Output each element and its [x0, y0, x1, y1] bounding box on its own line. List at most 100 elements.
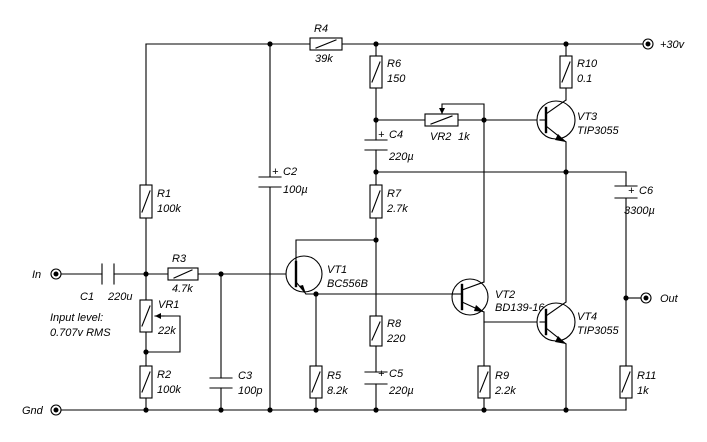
junction-dot — [481, 117, 487, 123]
junction-dot — [623, 295, 629, 301]
junction-dot — [373, 117, 379, 123]
resistor-value: 4.7k — [172, 283, 193, 295]
terminal-supply[interactable]: +30v — [642, 38, 686, 51]
junction-dot — [373, 169, 379, 175]
polarity-mark: + — [628, 185, 635, 197]
capacitor-value: 220µ — [388, 151, 414, 163]
transistor-ref: VT2 — [495, 289, 515, 301]
resistor-r1: R1 100k — [139, 184, 181, 219]
capacitor-ref: C2 — [283, 166, 297, 178]
resistor-value: 2.7k — [386, 203, 408, 215]
resistor-ref: R9 — [495, 370, 509, 382]
resistor-value: 1k — [637, 385, 649, 397]
resistor-ref: R3 — [172, 253, 187, 265]
resistor-ref: R5 — [327, 370, 342, 382]
capacitor-ref: C3 — [238, 370, 253, 382]
resistor-r9: R9 2.2k — [477, 365, 516, 399]
junction-dot — [563, 169, 569, 175]
transistor-type: TIP3055 — [577, 325, 619, 337]
junction-dot — [373, 237, 379, 243]
resistor-ref: R6 — [387, 58, 402, 70]
capacitor-ref: C4 — [389, 129, 403, 141]
resistor-ref: R8 — [387, 318, 402, 330]
terminal-in-label: In — [32, 269, 41, 281]
junction-dot — [563, 41, 569, 47]
note-line-2: 0.707v RMS — [50, 327, 111, 339]
junction-dot — [373, 407, 379, 413]
resistor-r2: R2 100k — [139, 365, 181, 399]
junction-dot — [563, 407, 569, 413]
resistor-r4: R4 39k — [309, 23, 343, 65]
transistor-ref: VT4 — [577, 311, 597, 323]
terminal-out[interactable]: Out — [640, 292, 679, 305]
resistor-r8: R8 220 — [369, 315, 406, 347]
capacitor-value: 220µ — [388, 385, 414, 397]
pot-value: 22k — [157, 325, 176, 337]
polarity-mark: + — [378, 368, 385, 380]
transistor-type: BD139-16 — [495, 302, 545, 314]
resistor-ref: R1 — [157, 188, 171, 200]
junction-dot — [267, 41, 273, 47]
resistor-value: 39k — [315, 53, 333, 65]
potentiometer-vr2: VR2 1k — [424, 108, 470, 143]
capacitor-ref: C1 — [80, 291, 94, 303]
capacitor-c5: + C5 220µ — [364, 368, 414, 397]
wires — [55, 43, 649, 411]
pot-ref: VR2 — [430, 131, 451, 143]
note-line-1: Input level: — [50, 312, 103, 324]
resistor-r7: R7 2.7k — [369, 184, 408, 219]
capacitor-value: 100µ — [283, 184, 308, 196]
resistor-r5: R5 8.2k — [309, 365, 348, 399]
junction-dot — [313, 291, 319, 297]
terminal-gnd-label: Gnd — [22, 405, 44, 417]
junction-dot — [143, 407, 149, 413]
capacitor-value: 100p — [238, 385, 262, 397]
resistor-r10: R10 0.1 — [559, 55, 598, 89]
capacitor-c1: C1 220u — [80, 263, 132, 303]
resistor-value: 8.2k — [327, 385, 348, 397]
junction-dot — [267, 407, 273, 413]
junction-dot — [143, 271, 149, 277]
resistor-ref: R7 — [387, 188, 402, 200]
pot-value: 1k — [458, 131, 470, 143]
resistor-value: 0.1 — [577, 73, 592, 85]
resistor-r11: R11 1k — [619, 365, 656, 399]
resistor-r3: R3 4.7k — [167, 253, 199, 295]
resistor-value: 2.2k — [494, 385, 516, 397]
terminal-gnd[interactable]: Gnd — [22, 404, 62, 417]
transistor-vt3: VT3 TIP3055 — [536, 99, 619, 143]
pot-ref: VR1 — [158, 299, 179, 311]
transistor-vt4: VT4 TIP3055 — [536, 301, 619, 345]
terminal-supply-label: +30v — [660, 39, 686, 51]
capacitor-ref: C5 — [389, 368, 404, 380]
resistor-value: 220 — [386, 333, 406, 345]
junction-dot — [143, 349, 149, 355]
resistor-value: 150 — [387, 73, 406, 85]
transistor-type: TIP3055 — [577, 125, 619, 137]
capacitor-c3: C3 100p — [209, 370, 262, 397]
junction-dot — [373, 41, 379, 47]
junction-dot — [313, 407, 319, 413]
resistor-value: 100k — [157, 203, 181, 215]
potentiometer-vr1: VR1 22k — [139, 299, 179, 337]
capacitor-value: 3300µ — [624, 205, 655, 217]
transistor-ref: VT1 — [327, 264, 347, 276]
resistor-r6: R6 150 — [369, 55, 406, 89]
transistor-ref: VT3 — [577, 111, 598, 123]
terminal-out-label: Out — [660, 293, 679, 305]
polarity-mark: + — [378, 129, 385, 141]
capacitor-c4: + C4 220µ — [364, 129, 414, 163]
junction-dot — [481, 407, 487, 413]
transistor-type: BC556B — [327, 278, 368, 290]
resistor-ref: R2 — [157, 369, 171, 381]
capacitor-c6: + C6 3300µ — [614, 185, 655, 217]
terminal-in[interactable]: In — [32, 268, 62, 281]
junctions — [143, 41, 629, 413]
junction-dot — [218, 271, 224, 277]
transistor-vt1: VT1 BC556B — [285, 251, 368, 295]
resistor-ref: R11 — [637, 370, 656, 382]
resistor-value: 100k — [157, 384, 181, 396]
resistor-ref: R4 — [314, 23, 328, 35]
input-level-note: Input level: 0.707v RMS — [50, 312, 111, 339]
